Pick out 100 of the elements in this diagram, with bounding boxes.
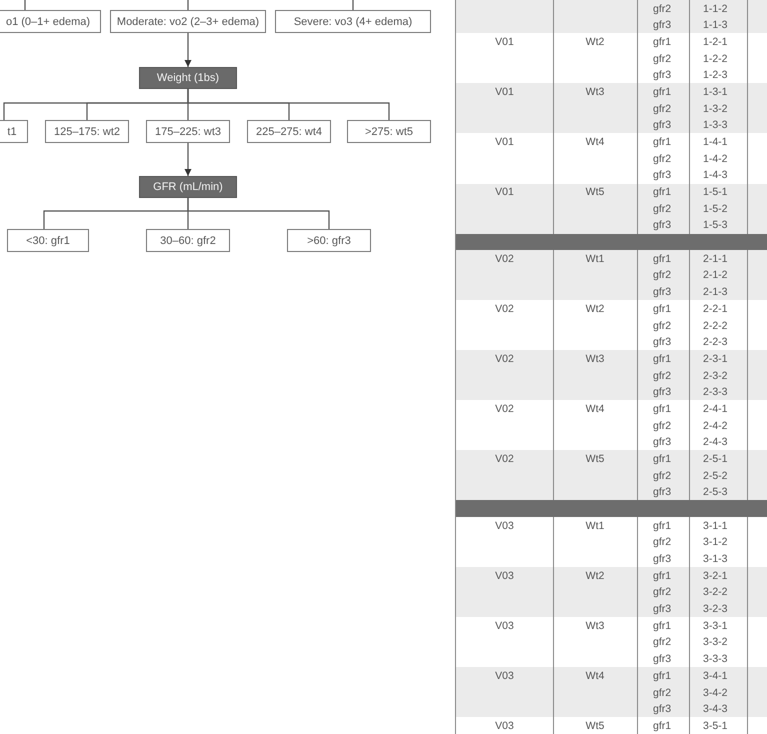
table-text: 1-5-1 bbox=[703, 185, 729, 200]
table-text: gfr1 bbox=[653, 302, 672, 317]
table-text: 3-4-3 bbox=[703, 702, 729, 718]
table-text: gfr1 bbox=[653, 252, 672, 267]
table-text: Wt3 bbox=[584, 84, 606, 100]
table-text: gfr2 bbox=[653, 268, 672, 284]
table-text: gfr3 bbox=[653, 18, 672, 34]
table-text: 3-2-2 bbox=[703, 585, 729, 600]
category-header-box: Weight (1bs) bbox=[139, 67, 237, 89]
table-text: gfr1 bbox=[653, 568, 672, 584]
table-text: 2-3-3 bbox=[703, 385, 729, 400]
arrow bbox=[184, 33, 192, 67]
table-text: gfr3 bbox=[653, 168, 672, 184]
table-text: gfr3 bbox=[653, 335, 672, 350]
table-text: gfr1 bbox=[653, 84, 672, 100]
table-text: Wt5 bbox=[584, 718, 606, 734]
table-text: 3-5-1 bbox=[703, 718, 729, 734]
table-text: V03 bbox=[494, 568, 515, 584]
table-text: 1-3-3 bbox=[703, 118, 729, 134]
table-text: V01 bbox=[494, 34, 515, 50]
table-text: V02 bbox=[494, 352, 515, 367]
table-text: V03 bbox=[494, 718, 515, 734]
table-text: 2-2-3 bbox=[703, 335, 729, 350]
table-text: 2-5-2 bbox=[703, 468, 729, 484]
table-text: gfr3 bbox=[653, 552, 672, 568]
table-text: 2-1-2 bbox=[703, 268, 729, 284]
table-text: 2-4-3 bbox=[703, 435, 729, 450]
table-text: 1-5-3 bbox=[703, 218, 729, 234]
table-text: 3-2-1 bbox=[703, 568, 729, 584]
table-text: 2-5-3 bbox=[703, 485, 729, 500]
table-text: 1-4-3 bbox=[703, 168, 729, 184]
table-text: Wt4 bbox=[584, 135, 606, 150]
table-text: gfr2 bbox=[653, 635, 672, 650]
table-text: V03 bbox=[494, 618, 515, 634]
category-box: <30: gfr1 bbox=[7, 229, 89, 252]
table-text: gfr2 bbox=[653, 418, 672, 434]
table-text: 1-1-2 bbox=[703, 2, 729, 17]
table-text: gfr3 bbox=[653, 435, 672, 450]
connector-line bbox=[187, 0, 189, 10]
table-text: 3-1-3 bbox=[703, 552, 729, 568]
table-text: Wt1 bbox=[584, 252, 606, 267]
table-text: V01 bbox=[494, 84, 515, 100]
table-text: V01 bbox=[494, 185, 515, 200]
category-box: 175–225: wt3 bbox=[146, 120, 230, 143]
table-text: 2-2-2 bbox=[703, 318, 729, 334]
table-text: V03 bbox=[494, 518, 515, 534]
table-text: gfr3 bbox=[653, 68, 672, 84]
table-text: 2-2-1 bbox=[703, 302, 729, 317]
table-text: 2-4-1 bbox=[703, 402, 729, 417]
table-text: gfr2 bbox=[653, 152, 672, 167]
table-text: gfr1 bbox=[653, 452, 672, 467]
table-text: gfr1 bbox=[653, 518, 672, 534]
connector-line bbox=[352, 0, 354, 10]
table-text: gfr2 bbox=[653, 468, 672, 484]
table-text: 2-3-1 bbox=[703, 352, 729, 367]
table-text: 1-3-1 bbox=[703, 84, 729, 100]
table-text: gfr2 bbox=[653, 368, 672, 384]
table-text: 1-4-2 bbox=[703, 152, 729, 167]
table-text: gfr3 bbox=[653, 385, 672, 400]
table-text: gfr2 bbox=[653, 535, 672, 550]
table-text: 3-4-2 bbox=[703, 686, 729, 701]
table-text: gfr1 bbox=[653, 34, 672, 50]
table-text: gfr1 bbox=[653, 618, 672, 634]
table-text: 1-5-2 bbox=[703, 202, 729, 217]
table-text: 2-5-1 bbox=[703, 452, 729, 467]
table-text: Wt4 bbox=[584, 668, 606, 684]
table-text: gfr1 bbox=[653, 402, 672, 417]
table-text: gfr3 bbox=[653, 702, 672, 718]
table-text: Wt3 bbox=[584, 618, 606, 634]
table-text: 2-4-2 bbox=[703, 418, 729, 434]
category-box: o1 (0–1+ edema) bbox=[0, 10, 101, 33]
table-text: gfr1 bbox=[653, 668, 672, 684]
table-text: V02 bbox=[494, 302, 515, 317]
connector-line bbox=[187, 89, 390, 120]
table-text: gfr2 bbox=[653, 2, 672, 17]
table-text: gfr2 bbox=[653, 202, 672, 217]
table-text: gfr2 bbox=[653, 318, 672, 334]
table-text: Wt2 bbox=[584, 302, 606, 317]
table-text: 1-3-2 bbox=[703, 102, 729, 117]
table-text: gfr3 bbox=[653, 485, 672, 500]
table-text: 3-3-3 bbox=[703, 652, 729, 668]
table-text: 1-4-1 bbox=[703, 135, 729, 150]
category-box: 30–60: gfr2 bbox=[146, 229, 230, 252]
category-header-box: GFR (mL/min) bbox=[139, 176, 237, 198]
table-text: gfr2 bbox=[653, 52, 672, 67]
category-box: Severe: vo3 (4+ edema) bbox=[275, 10, 431, 33]
table-text: Wt5 bbox=[584, 452, 606, 467]
table-text: Wt3 bbox=[584, 352, 606, 367]
table-text: 3-3-1 bbox=[703, 618, 729, 634]
table-text: 1-2-1 bbox=[703, 34, 729, 50]
category-box: >275: wt5 bbox=[347, 120, 431, 143]
table-text: V02 bbox=[494, 252, 515, 267]
table-text: gfr3 bbox=[653, 602, 672, 618]
table-text: 3-1-2 bbox=[703, 535, 729, 550]
connector-line bbox=[187, 198, 330, 229]
category-box: t1 bbox=[0, 120, 28, 143]
arrow bbox=[184, 143, 192, 176]
table-text: V01 bbox=[494, 135, 515, 150]
table-text: 3-1-1 bbox=[703, 518, 729, 534]
table-text: 2-1-1 bbox=[703, 252, 729, 267]
